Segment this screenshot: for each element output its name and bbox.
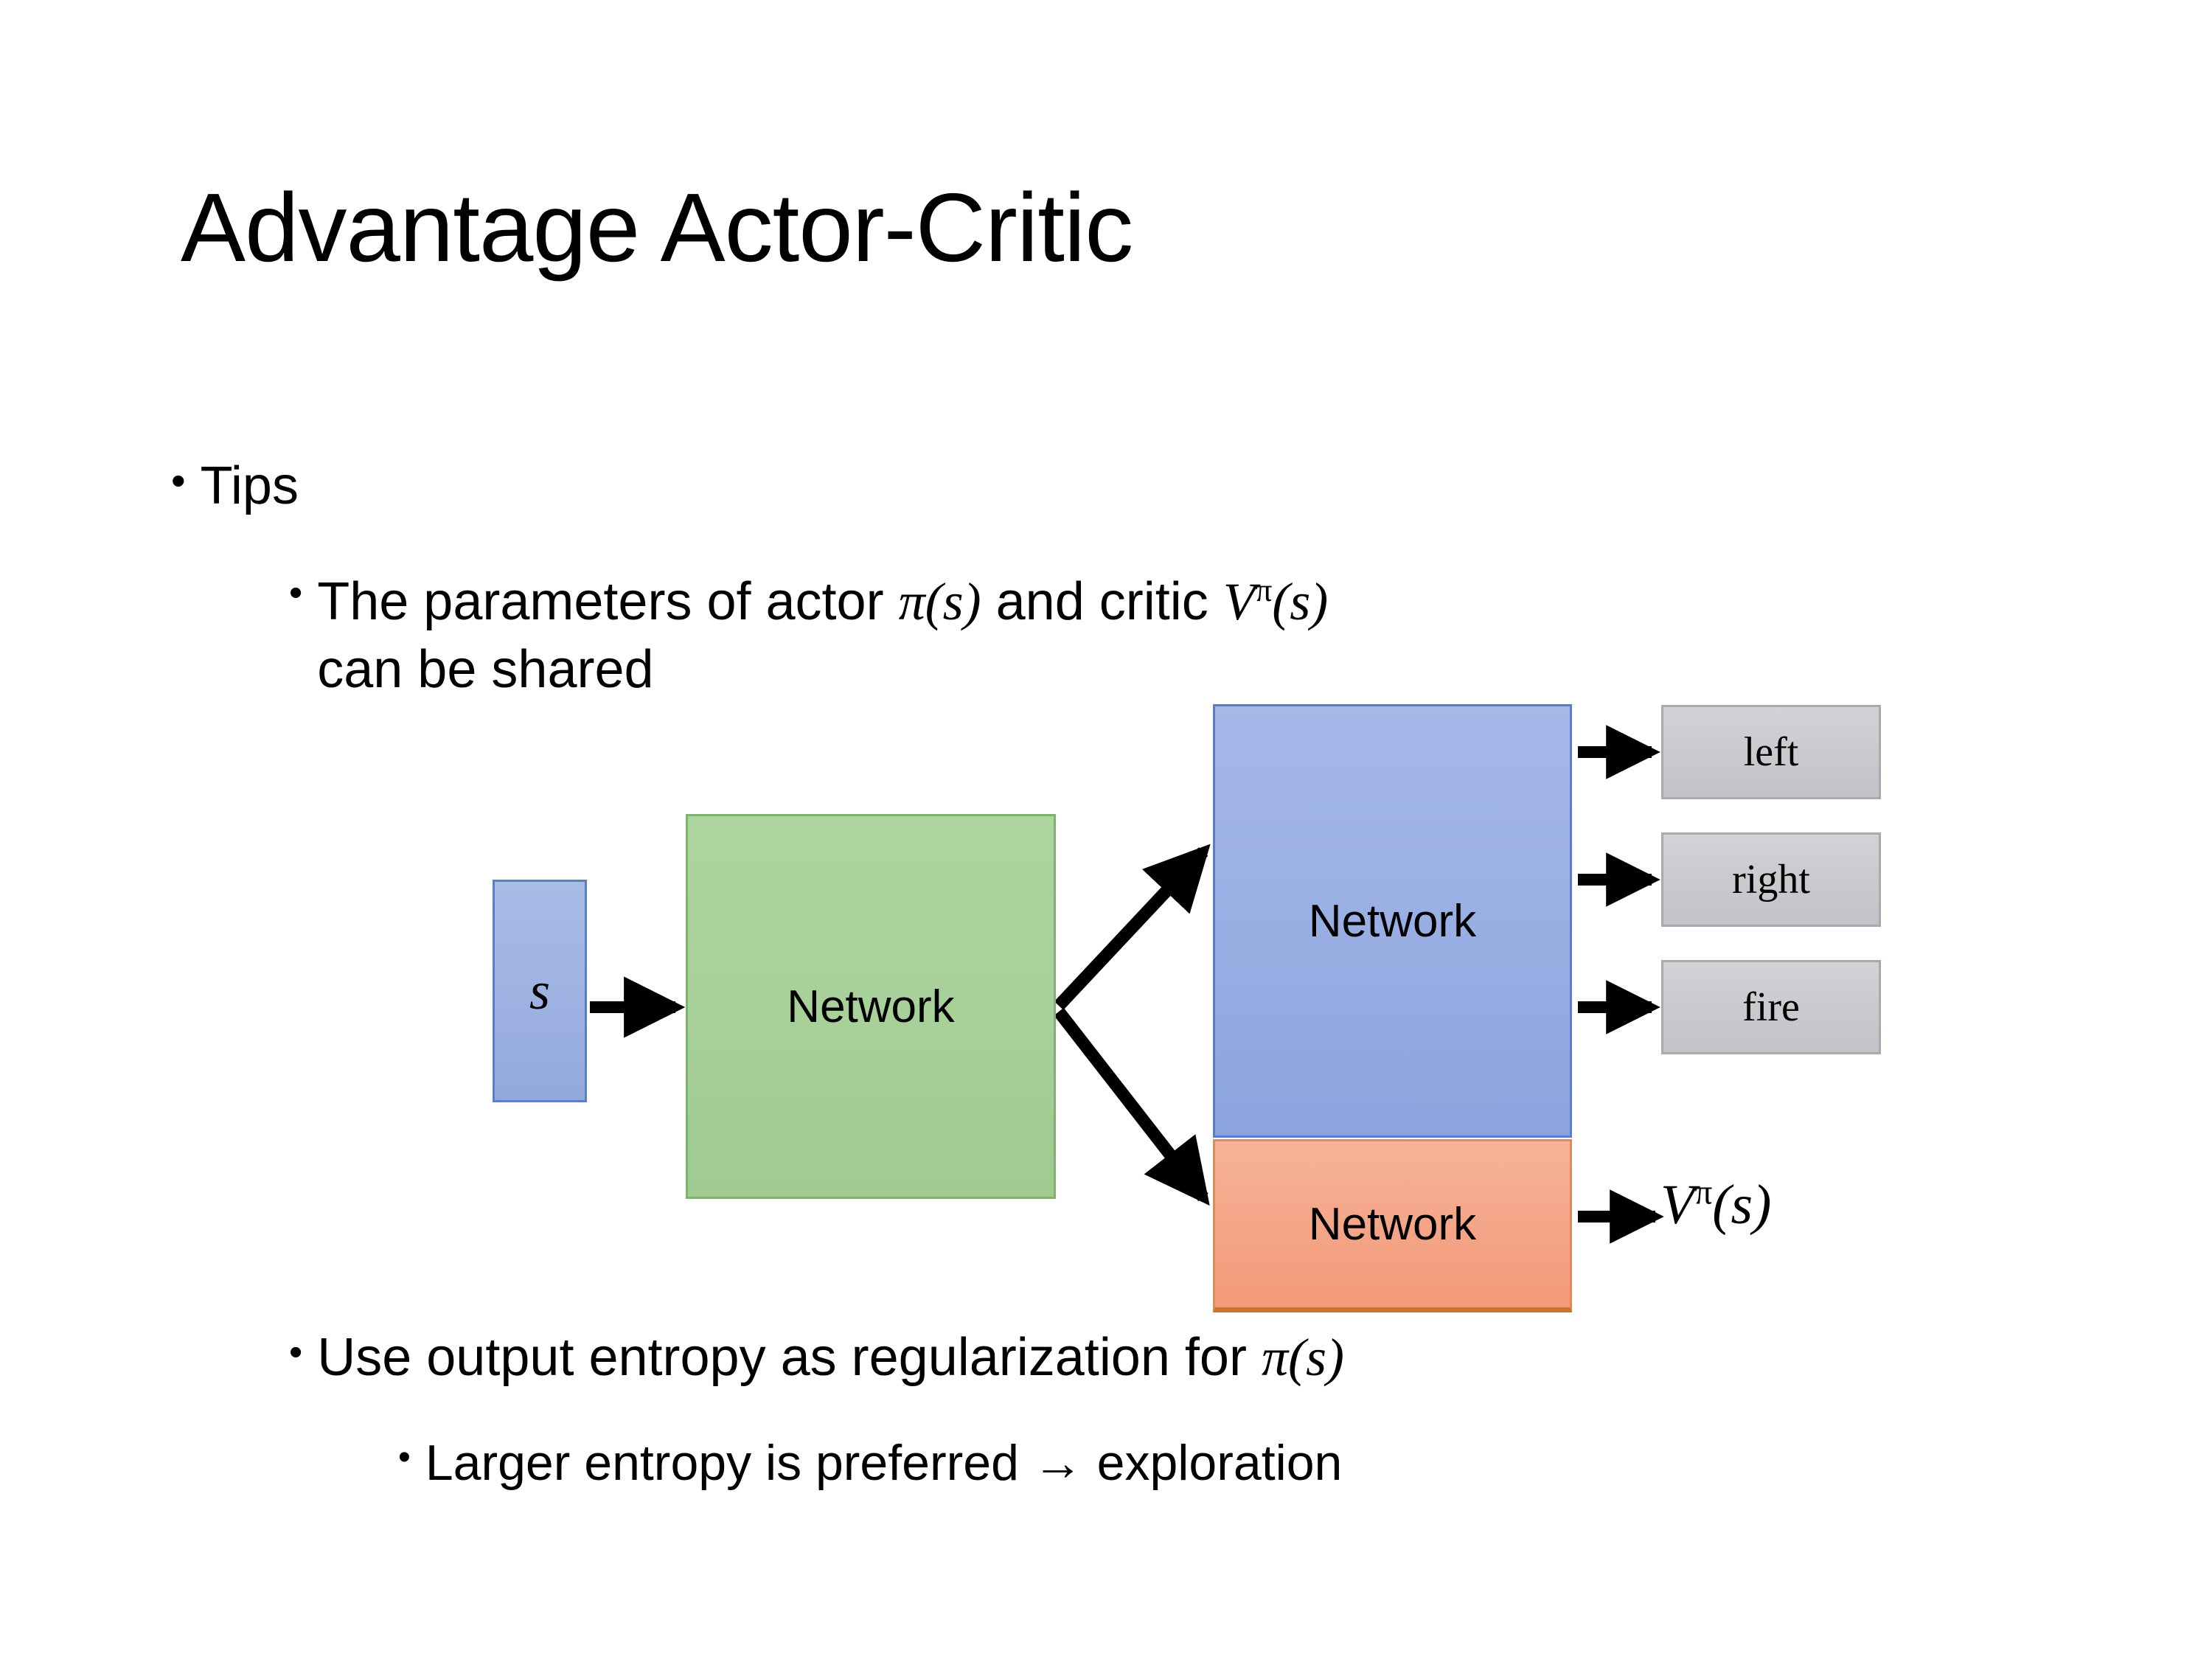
arrow-shared-to-actor [1054,844,1211,1010]
math-value-arg: (s) [1272,572,1329,631]
bullet-marker-icon: • [398,1438,411,1477]
math-value-superscript-pi: π [1255,571,1273,608]
action-output-right[interactable]: right [1661,832,1881,927]
bullet-entropy-regularization: • Use output entropy as regularization f… [289,1327,1344,1388]
bullet-parameters-shared: • The parameters of actor π(s) and criti… [289,568,2087,703]
value-symbol-superscript-pi: π [1694,1173,1713,1212]
bullet-tips: • Tips [171,456,299,516]
bullet-marker-icon: • [289,1331,303,1374]
arrow-shared-to-critic [1054,1007,1210,1206]
page-title: Advantage Actor-Critic [181,173,1133,282]
action-output-left-label: left [1743,729,1799,775]
bullet-larger-entropy: • Larger entropy is preferred → explorat… [398,1434,1342,1492]
value-symbol-arg: (s) [1712,1174,1772,1236]
value-function-output-label: Vπ(s) [1660,1172,1771,1237]
bullet-parameters-text: The parameters of actor π(s) and critic … [317,568,2087,703]
param-text-pre: The parameters of actor [317,572,899,631]
diagram-shared-network-box[interactable]: Network [686,814,1056,1199]
action-output-fire[interactable]: fire [1661,960,1881,1054]
param-text-line2: can be shared [317,640,654,700]
diagram-input-state-box[interactable]: s [493,880,587,1102]
critic-network-label: Network [1308,1199,1477,1250]
input-state-label: s [529,961,551,1020]
action-output-right-label: right [1732,857,1810,902]
bullet-entropy-text: Use output entropy as regularization for… [317,1327,1344,1388]
action-output-left[interactable]: left [1661,705,1881,799]
bullet-marker-icon: • [289,571,303,614]
param-text-mid: and critic [981,572,1223,631]
shared-network-label: Network [787,981,955,1032]
bullet-marker-icon: • [171,457,186,504]
diagram-critic-network-box[interactable]: Network [1213,1139,1572,1312]
bullet-tips-label: Tips [200,456,299,515]
math-pi-of-s: π(s) [1261,1328,1344,1387]
entropy-text-pre: Use output entropy as regularization for [317,1328,1262,1387]
diagram-actor-network-box[interactable]: Network [1213,704,1572,1138]
math-value-V: V [1222,572,1256,631]
math-pi-of-s: π(s) [898,572,981,631]
bullet-larger-entropy-label: Larger entropy is preferred → exploratio… [425,1435,1343,1491]
action-output-fire-label: fire [1742,984,1800,1030]
actor-network-label: Network [1308,895,1477,947]
value-symbol-V: V [1660,1174,1695,1236]
